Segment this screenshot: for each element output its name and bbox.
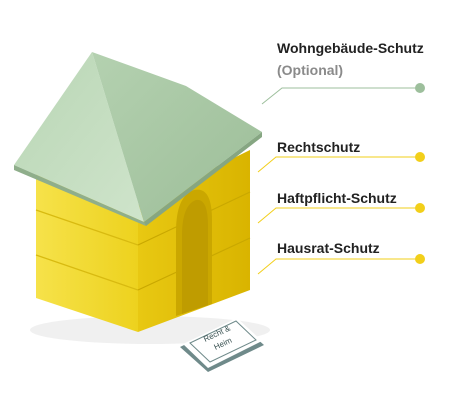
label-optional-note: (Optional) [277,62,344,78]
dot-legal [415,152,425,162]
house-roof [14,52,262,226]
roof-slope [92,52,262,222]
front-block-bottom [36,255,138,332]
leader-legal [257,156,420,173]
label-contents-protection: Hausrat-Schutz [277,240,380,256]
recht-heim-sign: Recht & Heim [180,318,264,372]
leader-building [261,87,420,105]
leader-lines [257,83,425,275]
label-building-protection: Wohngebäude-Schutz [277,40,424,56]
roof-front-gable [14,52,144,222]
dot-contents [415,254,425,264]
leader-contents [257,258,420,275]
dot-liability [415,203,425,213]
label-liability-protection: Haftpflicht-Schutz [277,190,397,206]
dot-building [415,83,425,93]
leader-liability [257,207,420,224]
label-legal-protection: Rechtschutz [277,139,361,155]
front-block-middle [36,210,138,290]
